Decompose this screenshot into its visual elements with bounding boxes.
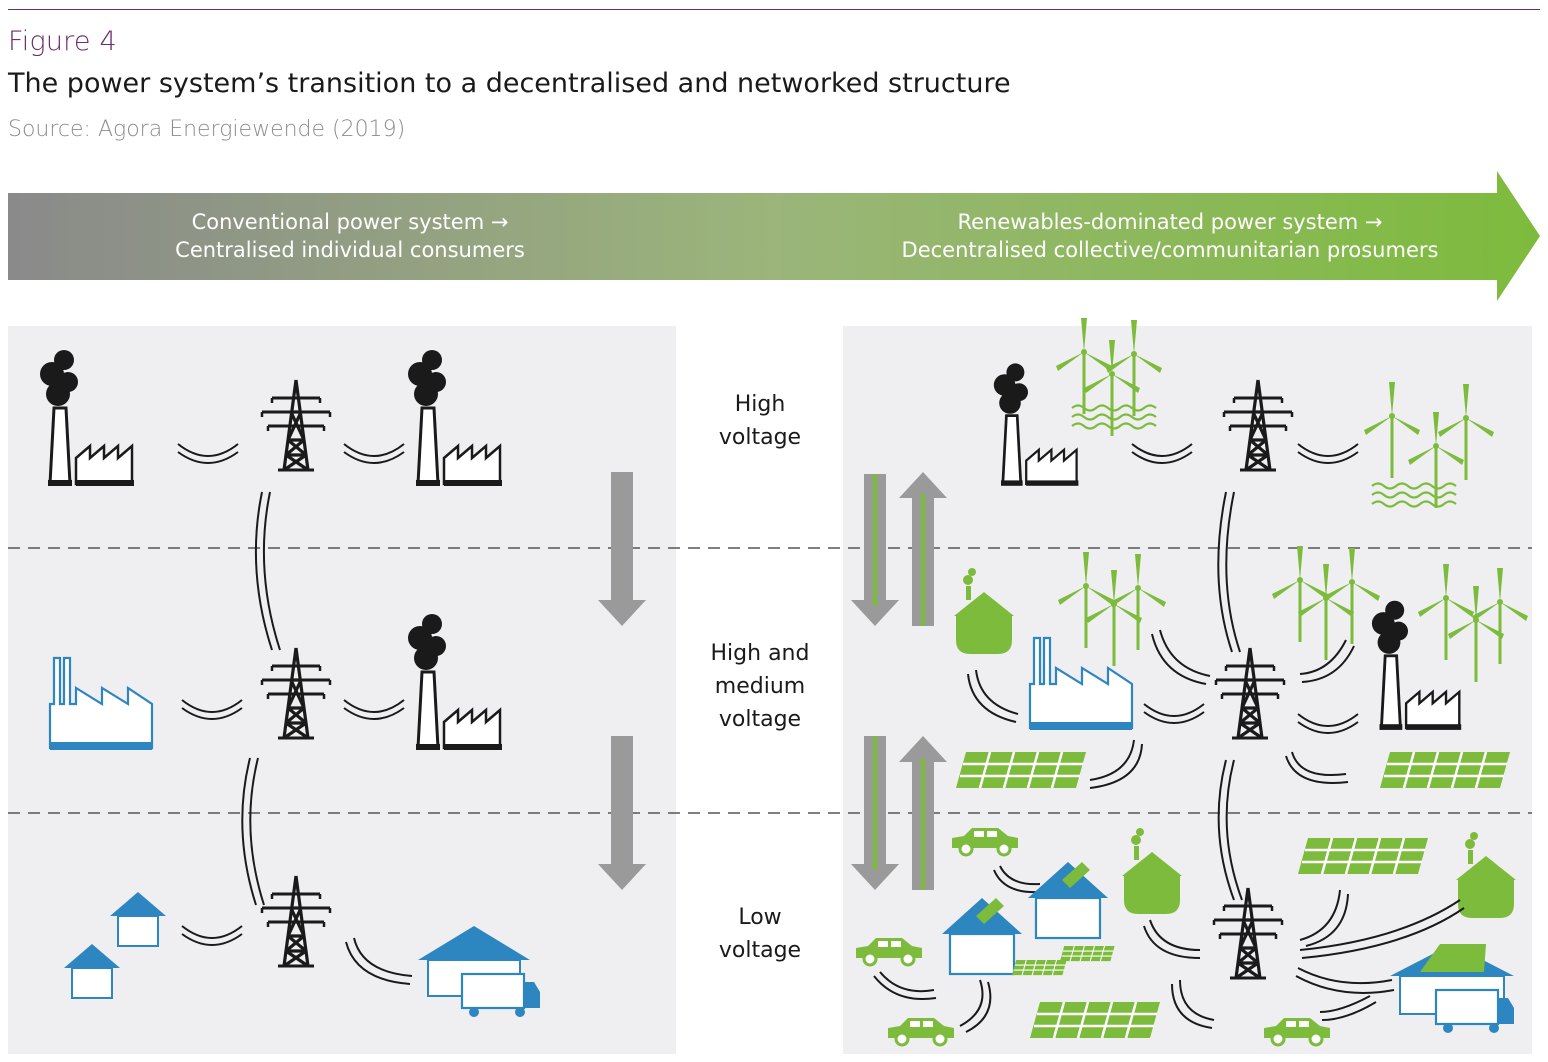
- solar-panel-icon: [1296, 836, 1430, 876]
- power-line: [959, 979, 992, 1033]
- arrow-label-line: Renewables-dominated power system →: [957, 210, 1383, 234]
- power-line: [1299, 639, 1355, 683]
- solar-panel-icon: [1028, 1000, 1162, 1040]
- voltage-label-line: medium: [714, 674, 806, 699]
- figure-source: Source: Agora Energiewende (2019): [8, 117, 406, 142]
- power-line: [967, 669, 1019, 723]
- low-voltage-label: Low voltage: [670, 901, 850, 967]
- voltage-label-line: voltage: [718, 707, 802, 732]
- power-line: [1285, 751, 1349, 784]
- voltage-label-line: voltage: [718, 938, 802, 963]
- power-line: [1319, 995, 1377, 1021]
- solar-panel-icon: [1378, 750, 1512, 790]
- power-line: [1143, 919, 1201, 959]
- power-line: [1217, 491, 1241, 653]
- warehouse-roof: [418, 926, 530, 960]
- power-line: [1151, 629, 1211, 685]
- power-line: [1295, 967, 1395, 994]
- top-rule: [8, 9, 1540, 10]
- right-panel: [843, 326, 1532, 1054]
- power-line: [1171, 979, 1215, 1029]
- arrow-label-line: Decentralised collective/communitarian p…: [901, 238, 1439, 262]
- transition-arrow: [8, 171, 1540, 301]
- power-line: [873, 971, 937, 1000]
- power-line: [345, 937, 413, 985]
- solar-panel-icon: [954, 750, 1088, 790]
- left-panel: [8, 326, 676, 1054]
- solar-panel-icon: [1011, 959, 1068, 976]
- voltage-label-line: voltage: [718, 425, 802, 450]
- voltage-label-line: Low: [738, 905, 782, 930]
- power-line: [1299, 899, 1465, 959]
- power-line: [241, 757, 265, 906]
- voltage-label-line: High and: [710, 641, 810, 666]
- power-line: [1217, 759, 1243, 901]
- down-arrow-icon: [598, 472, 646, 626]
- arrow-label-line: Conventional power system →: [191, 210, 509, 234]
- voltage-label-line: High: [734, 392, 786, 417]
- down-arrow-icon: [598, 736, 646, 890]
- figure-title: The power system’s transition to a decen…: [8, 68, 1011, 99]
- arrow-label-conventional: Conventional power system → Centralised …: [110, 208, 590, 264]
- power-line: [993, 865, 1041, 894]
- arrow-label-renewables: Renewables-dominated power system → Dece…: [860, 208, 1480, 264]
- medium-voltage-label: High and medium voltage: [670, 637, 850, 736]
- power-line: [1089, 739, 1143, 789]
- power-line: [254, 491, 281, 651]
- figure-number: Figure 4: [8, 26, 117, 57]
- arrow-label-line: Centralised individual consumers: [175, 238, 525, 262]
- high-voltage-label: High voltage: [670, 388, 850, 454]
- solar-panel-icon: [1059, 945, 1116, 962]
- power-line: [1299, 889, 1349, 947]
